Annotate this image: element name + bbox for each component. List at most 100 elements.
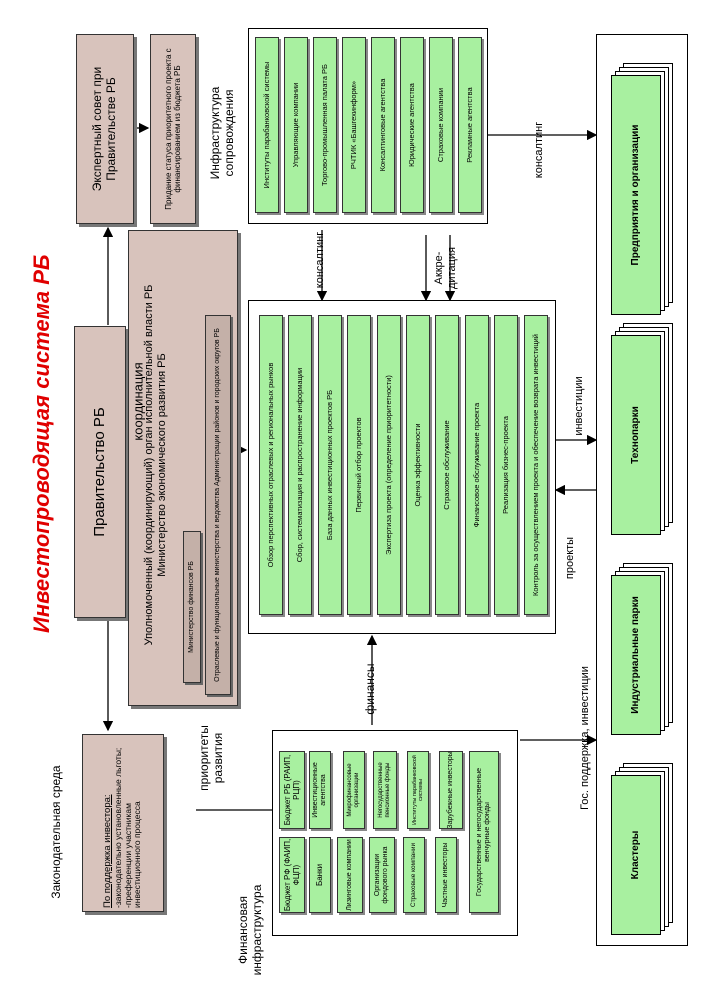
right-item-label: Технопарки — [630, 406, 642, 464]
support-item: Торгово-промышленная палата РБ — [313, 37, 337, 213]
right-item: Индустриальные парки — [611, 575, 661, 735]
government-box: Правительство РБ — [74, 326, 126, 618]
microfinance-box: Микрофинансовые организации — [343, 751, 365, 829]
process-box: Обзор перспективных отраслевых и региона… — [248, 300, 556, 634]
support-infra-box: Институты парабанковской системы Управляю… — [248, 28, 488, 224]
fund-market-box: Организации фондового рынка — [369, 837, 395, 913]
invest-agencies-box: Инвестиционные агентства — [309, 751, 331, 829]
accreditation-label: Аккре-дитация — [433, 247, 458, 289]
insurance-label: Страховые компании — [410, 842, 418, 908]
foreign-investors-label: Зарубежные инвесторы — [446, 751, 454, 829]
foreign-investors-box: Зарубежные инвесторы — [439, 751, 463, 829]
priority-status-box: Придание статуса приоритетного проекта с… — [150, 34, 196, 224]
private-investors-label: Частные инвесторы — [441, 842, 449, 908]
dev-priorities-wrap: приоритеты развития — [192, 716, 232, 800]
parabank-box: Институты парабанковской системы — [407, 751, 429, 829]
support-item: Юридические агентства — [400, 37, 424, 213]
process-step-label: Первичный отбор проектов — [353, 417, 363, 513]
process-step-label: Контроль за осуществлением проекта и обе… — [530, 334, 540, 596]
process-step: Контроль за осуществлением проекта и обе… — [523, 315, 548, 615]
ministries-box: Отраслевые и функциональные министерства… — [205, 315, 231, 695]
support-item-label: Консалтинговые агентства — [377, 78, 387, 172]
government-label: Правительство РБ — [91, 407, 109, 537]
process-step-label: Экспертиза проекта (определение приорите… — [383, 375, 393, 555]
process-step-label: Оценка эффективности — [412, 423, 422, 507]
authorized-body-box: Уполномоченный (координирующий) орган ис… — [128, 230, 238, 706]
accreditation-wrap: Аккре-дитация — [428, 242, 464, 294]
support-item: РЧТИК «Башгехинформ» — [342, 37, 366, 213]
investor-support-box: По поддержка инвестора: -законодательно … — [82, 734, 164, 912]
insurance-box: Страховые компании — [403, 837, 425, 913]
right-item-label: Предприятия и организации — [630, 124, 642, 266]
support-item-label: Страховые компании — [435, 87, 445, 163]
ministries-label: Отраслевые и функциональные министерства… — [213, 328, 221, 682]
leasing-label: Лизинговые компании — [345, 839, 353, 911]
projects-label: проекты — [564, 536, 576, 580]
ministry-finance-label: Министерство финансов РБ — [187, 561, 195, 653]
npf-label: Негосударственные пенсионные фонды — [378, 762, 391, 818]
budget-rb-label: Бюджет РБ (РАИП, РЦП) — [282, 754, 301, 826]
support-item: Консалтинговые агентства — [371, 37, 395, 213]
process-step: Оценка эффективности — [406, 315, 430, 615]
process-step-label: Страховое обслуживание — [442, 420, 452, 510]
support-infra-label: Инфраструктура сопровождения — [208, 86, 236, 180]
process-step: Экспертиза проекта (определение приорите… — [376, 315, 401, 615]
budget-rf-label: Бюджет РФ (ФАИП, ФЦП) — [282, 838, 301, 912]
microfinance-label: Микрофинансовые организации — [347, 763, 360, 817]
support-item-label: Торгово-промышленная палата РБ — [319, 64, 329, 186]
dev-priorities-label: приоритеты развития — [197, 725, 225, 791]
venture-funds-box: Государственные и негосударственные венч… — [469, 751, 499, 913]
process-step: Сбор, систематизация и распространение и… — [288, 315, 313, 615]
process-step: Страховое обслуживание — [435, 315, 460, 615]
process-step: Первичный отбор проектов — [347, 315, 372, 615]
venture-funds-label: Государственные и негосударственные венч… — [475, 767, 491, 897]
banks-label: Банки — [315, 863, 325, 887]
coordination-label: координация — [130, 362, 146, 441]
budget-rb-box: Бюджет РБ (РАИП, РЦП) — [279, 751, 305, 829]
support-item-label: Рекламные агентства — [464, 87, 474, 163]
expert-council-label: Экспертный совет при Правительстве РБ — [90, 66, 118, 192]
right-item-label: Кластеры — [630, 830, 642, 880]
leasing-box: Лизинговые компании — [337, 837, 363, 913]
financial-infra-box: Бюджет РФ (ФАИП, ФЦП) Бюджет РБ (РАИП, Р… — [272, 730, 518, 936]
right-item: Предприятия и организации — [611, 75, 661, 315]
right-item: Технопарки — [611, 335, 661, 535]
parabank-label: Институты парабанковской системы — [411, 755, 424, 825]
process-step-label: Финансовое обслуживание проекта — [471, 402, 481, 528]
consulting-top-label: консалтинг — [314, 231, 326, 289]
diagram-title: Инвестопроводящая система РБ — [29, 254, 54, 633]
process-step: Обзор перспективных отраслевых и региона… — [259, 315, 283, 615]
process-step: Финансовое обслуживание проекта — [464, 315, 489, 615]
authorized-body-label: Уполномоченный (координирующий) орган ис… — [143, 284, 168, 646]
process-step: База данных инвестиционных проектов РБ — [317, 315, 342, 615]
finance-label: финансы — [363, 663, 377, 715]
investor-support-item-2: -преференции участникам инвестиционного … — [122, 801, 143, 908]
private-investors-box: Частные инвесторы — [435, 837, 457, 913]
support-item: Управляющие компании — [284, 37, 308, 213]
priority-status-label: Придание статуса приоритетного проекта с… — [163, 48, 182, 210]
process-step-label: Сбор, систематизация и распространение и… — [295, 367, 305, 563]
expert-council-box: Экспертный совет при Правительстве РБ — [76, 34, 134, 224]
fund-market-label: Организации фондового рынка — [373, 846, 389, 904]
gov-support-label: Гос. поддержка, инвестиции — [579, 666, 591, 810]
invest-agencies-label: Инвестиционные агентства — [311, 762, 327, 818]
right-item-label: Индустриальные парки — [630, 596, 642, 714]
support-item-label: Управляющие компании — [290, 82, 300, 168]
financial-infra-label-wrap: Финансовая инфраструктура — [228, 880, 274, 980]
support-item-label: Институты парабанковской системы — [261, 61, 271, 189]
support-item: Страховые компании — [429, 37, 453, 213]
support-item-label: РЧТИК «Башгехинформ» — [348, 80, 358, 170]
budget-rf-box: Бюджет РФ (ФАИП, ФЦП) — [279, 837, 305, 913]
support-item-label: Юридические агентства — [406, 83, 416, 167]
npf-box: Негосударственные пенсионные фонды — [373, 751, 397, 829]
support-item: Институты парабанковской системы — [255, 37, 279, 213]
right-item: Кластеры — [611, 775, 661, 935]
financial-infra-label: Финансовая инфраструктура — [236, 884, 264, 976]
consulting-right-label: консалтинг — [533, 121, 545, 179]
investments-label: инвестиции — [573, 376, 585, 436]
support-infra-wrap: Инфраструктура сопровождения — [200, 48, 246, 218]
process-step: Реализация бизнес-проекта — [494, 315, 519, 615]
banks-box: Банки — [309, 837, 331, 913]
